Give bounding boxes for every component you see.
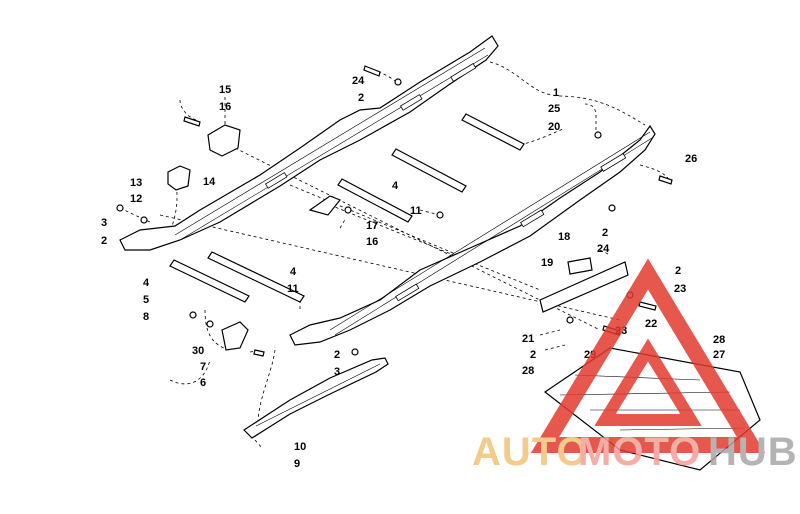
callout-15: 15 — [219, 84, 231, 96]
callout-3: 3 — [334, 366, 340, 378]
callout-17: 17 — [366, 220, 378, 232]
callout-16: 16 — [366, 236, 378, 248]
callout-labels: 1 25 20 26 24 2 15 16 13 12 14 3 2 4 17 … — [101, 75, 725, 470]
callout-23: 23 — [674, 283, 686, 295]
callout-2: 2 — [334, 349, 340, 361]
watermark-triangle-icon — [530, 258, 766, 453]
callout-6: 6 — [200, 377, 206, 389]
watermark-text-auto: AUTO — [472, 430, 589, 474]
callout-5: 5 — [143, 294, 149, 306]
callout-28: 28 — [522, 365, 534, 377]
callout-26: 26 — [685, 153, 697, 165]
callout-21: 21 — [522, 333, 534, 345]
callout-22: 22 — [645, 318, 657, 330]
callout-4: 4 — [392, 180, 399, 192]
callout-18: 18 — [558, 231, 570, 243]
assembly-lines — [119, 61, 669, 449]
callout-16: 16 — [219, 101, 231, 113]
watermark-text-hub: HUB — [708, 430, 798, 474]
callout-24: 24 — [597, 243, 610, 255]
callout-2: 2 — [358, 92, 364, 104]
lower-slide-rail — [289, 124, 656, 346]
callout-4: 4 — [290, 266, 297, 278]
callout-4: 4 — [143, 277, 150, 289]
callout-24: 24 — [352, 75, 365, 87]
cross-shafts — [169, 113, 525, 303]
callout-14: 14 — [203, 176, 216, 188]
callout-2: 2 — [602, 227, 608, 239]
callout-10: 10 — [294, 441, 306, 453]
callout-12: 12 — [130, 193, 142, 205]
callout-7: 7 — [200, 361, 206, 373]
callout-2: 2 — [101, 235, 107, 247]
callout-3: 3 — [101, 217, 107, 229]
callout-2: 2 — [530, 349, 536, 361]
callout-9: 9 — [294, 458, 300, 470]
watermark-inner-triangle-icon — [594, 338, 702, 426]
watermark-text-moto: MOTO — [578, 430, 701, 474]
callout-13: 13 — [130, 177, 142, 189]
wear-strip — [243, 357, 389, 439]
callout-19: 19 — [541, 257, 553, 269]
callout-30: 30 — [192, 345, 204, 357]
callout-11: 11 — [410, 205, 422, 217]
small-parts — [116, 65, 673, 357]
callout-25: 25 — [548, 103, 560, 115]
callout-20: 20 — [548, 121, 560, 133]
callout-1: 1 — [553, 87, 559, 99]
callout-8: 8 — [143, 311, 149, 323]
callout-2: 2 — [675, 265, 681, 277]
watermark-logo: AUTO MOTO HUB — [472, 258, 798, 474]
callout-27: 27 — [713, 349, 725, 361]
callout-11: 11 — [287, 283, 299, 295]
upper-slide-rail — [119, 35, 499, 251]
callout-28: 28 — [713, 334, 725, 346]
